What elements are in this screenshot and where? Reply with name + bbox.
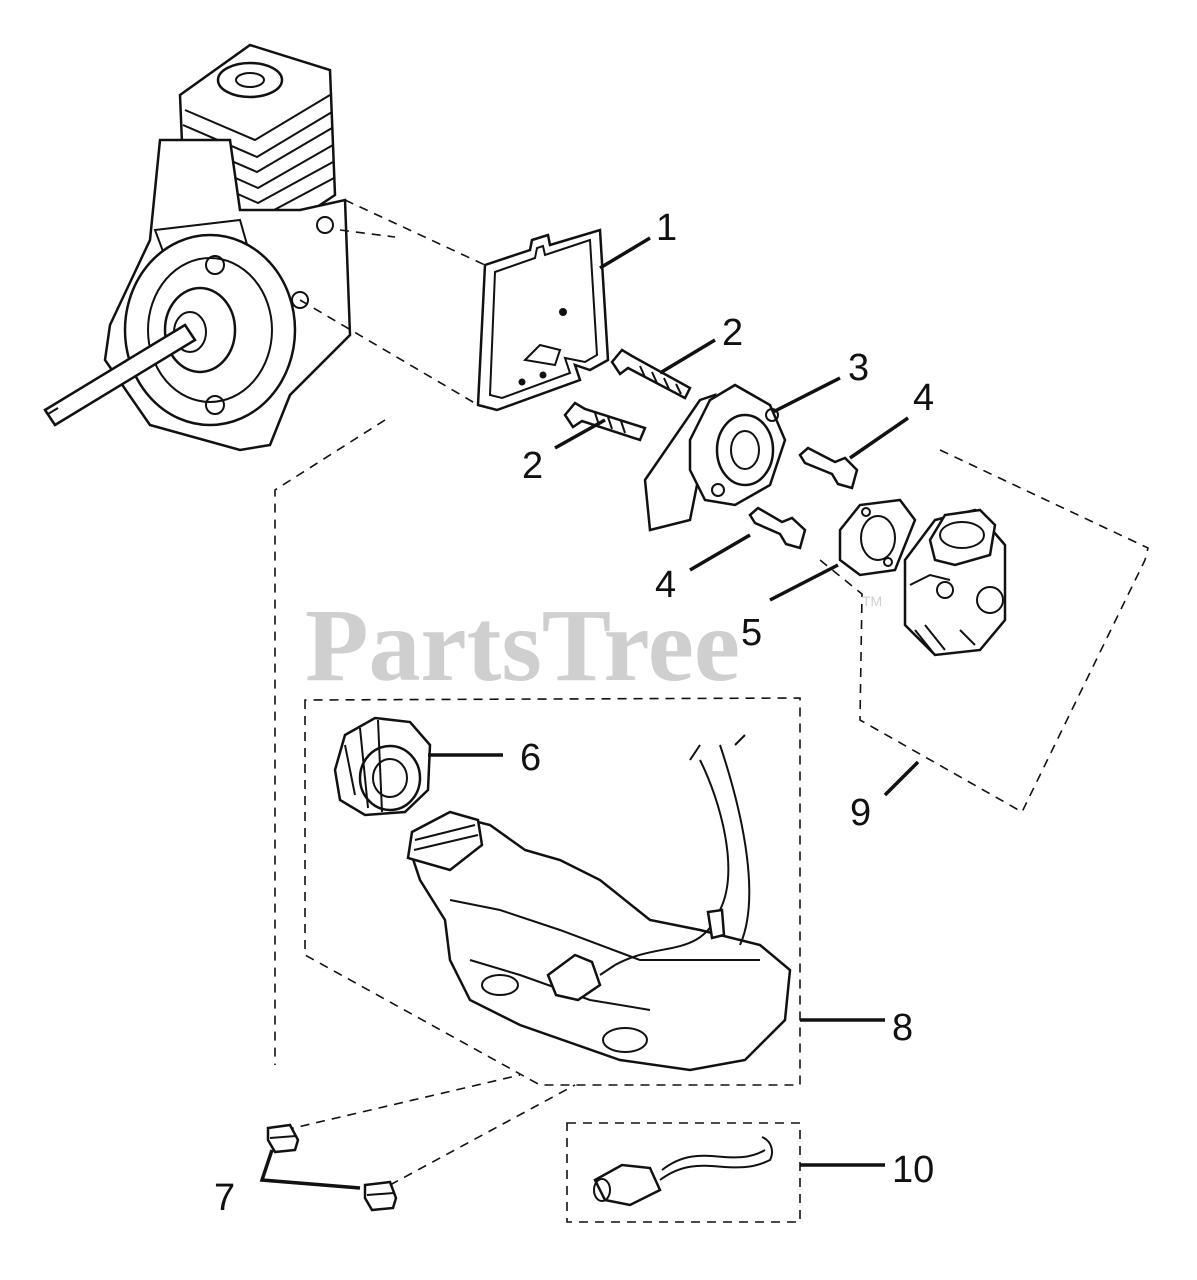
callout-3: 3 xyxy=(848,347,869,389)
callout-2-lower: 2 xyxy=(522,445,543,487)
watermark: PartsTree TM xyxy=(305,588,882,703)
grommet-part-7-upper xyxy=(266,1123,300,1154)
insulator-part-3 xyxy=(643,383,787,532)
callout-4-upper: 4 xyxy=(913,377,934,419)
fuel-tank-kit-boundary xyxy=(304,697,801,1086)
callout-2-upper: 2 xyxy=(722,312,743,354)
grommet-part-7-lower xyxy=(363,1180,398,1212)
fuel-tank xyxy=(406,734,792,1072)
carburetor-part-9 xyxy=(903,508,1007,657)
fuel-cap-part-6 xyxy=(333,716,432,817)
svg-text:TM: TM xyxy=(862,593,882,609)
callout-1: 1 xyxy=(656,207,677,249)
fuel-line-kit-boundary xyxy=(566,1122,801,1223)
assembly-lines xyxy=(274,199,576,1186)
callout-4-lower: 4 xyxy=(655,564,676,606)
gasket-part-5 xyxy=(838,498,917,577)
callout-10: 10 xyxy=(892,1149,934,1191)
bolt-part-4-upper xyxy=(798,446,859,490)
carburetor-kit-boundary xyxy=(819,449,1149,814)
callout-labels: 1 2 2 3 4 4 5 6 7 8 9 10 xyxy=(214,207,934,1219)
gasket-part-1 xyxy=(476,228,610,412)
engine-assembly xyxy=(43,43,352,452)
callout-7: 7 xyxy=(214,1177,235,1219)
fuel-line-part-10 xyxy=(593,1136,773,1207)
bolt-part-4-lower xyxy=(748,506,807,550)
screw-part-2-upper xyxy=(610,348,692,400)
callout-9: 9 xyxy=(850,792,871,834)
callout-6: 6 xyxy=(520,737,541,779)
svg-text:PartsTree: PartsTree xyxy=(305,588,740,703)
leader-lines xyxy=(259,236,920,1190)
callout-5: 5 xyxy=(741,612,762,654)
callout-8: 8 xyxy=(892,1007,913,1049)
